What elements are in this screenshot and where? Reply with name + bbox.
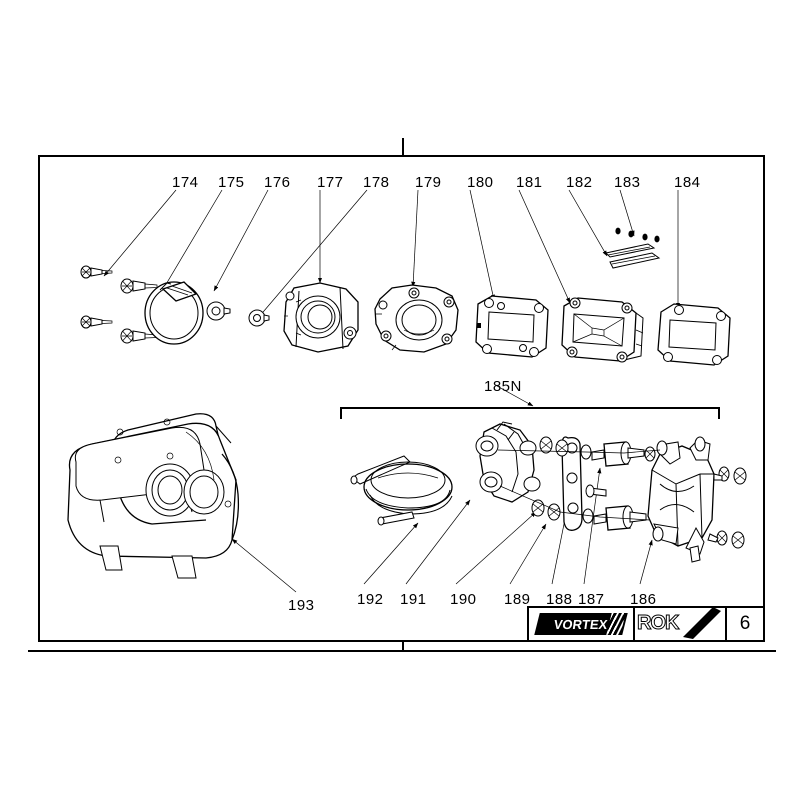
callout-190: 190	[450, 591, 477, 608]
callout-174: 174	[172, 174, 199, 191]
sheet-bottom-rule	[28, 650, 776, 652]
callout-192: 192	[357, 591, 384, 608]
callout-187: 187	[578, 591, 605, 608]
callout-177: 177	[317, 174, 344, 191]
callout-181: 181	[516, 174, 543, 191]
callout-178: 178	[363, 174, 390, 191]
page-number: 6	[739, 613, 751, 634]
vortex-logo: VORTEX	[534, 613, 628, 635]
rok-logo-text: ROK	[636, 612, 679, 635]
callout-189: 189	[504, 591, 531, 608]
rok-logo-cell: ROK	[635, 607, 727, 640]
callout-193: 193	[288, 597, 315, 614]
callout-183: 183	[614, 174, 641, 191]
callout-186: 186	[630, 591, 657, 608]
callout-191: 191	[400, 591, 427, 608]
vortex-logo-text: VORTEX	[553, 616, 609, 632]
drawing-frame	[38, 155, 765, 642]
callout-179: 179	[415, 174, 442, 191]
callout-182: 182	[566, 174, 593, 191]
title-block: VORTEX ROK 6	[527, 606, 765, 642]
group-bracket-185n	[340, 407, 720, 419]
frame-bottom-center-tick	[402, 642, 404, 652]
callout-180: 180	[467, 174, 494, 191]
callout-188: 188	[546, 591, 573, 608]
rok-slash-icon	[683, 607, 721, 639]
callout-184: 184	[674, 174, 701, 191]
callout-175: 175	[218, 174, 245, 191]
frame-top-center-tick	[402, 138, 404, 156]
callout-185n: 185N	[484, 378, 522, 395]
vortex-logo-cell: VORTEX	[529, 608, 635, 640]
callout-176: 176	[264, 174, 291, 191]
rok-logo: ROK	[636, 607, 723, 639]
